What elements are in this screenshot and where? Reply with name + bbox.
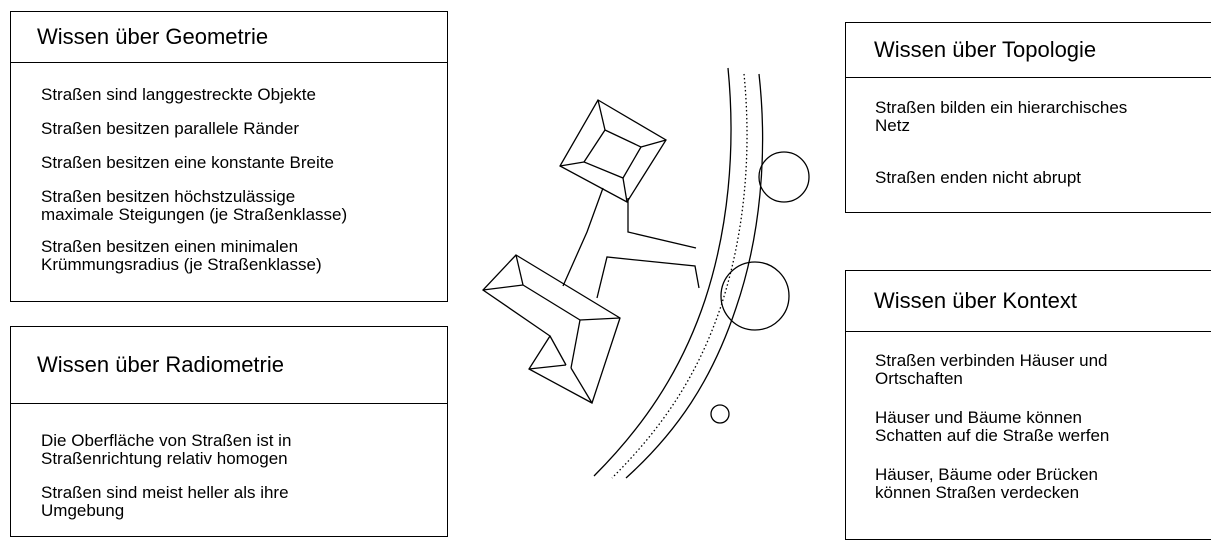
geometry-item: Straßen besitzen parallele Ränder [41, 120, 437, 138]
geometry-items: Straßen sind langgestreckte Objekte Stra… [11, 63, 447, 274]
tree-large [721, 262, 789, 330]
geometry-item: Straßen besitzen eine konstante Breite [41, 154, 437, 172]
topology-title: Wissen über Topologie [846, 23, 1211, 78]
road-edge-right [626, 74, 763, 478]
context-knowledge-box: Wissen über Kontext Straßen verbinden Hä… [845, 270, 1211, 540]
radiometry-title: Wissen über Radiometrie [11, 327, 447, 404]
topology-item: Straßen enden nicht abrupt [875, 169, 1209, 187]
lower-l-shaped-house [483, 255, 620, 403]
connecting-paths [563, 188, 699, 298]
tree-small-upper [759, 152, 809, 202]
tree-tiny [711, 405, 729, 423]
road-scene-illustration [470, 55, 810, 485]
context-title: Wissen über Kontext [846, 271, 1211, 332]
geometry-title: Wissen über Geometrie [11, 12, 447, 63]
geometry-knowledge-box: Wissen über Geometrie Straßen sind langg… [10, 11, 448, 302]
geometry-item: Straßen sind langgestreckte Objekte [41, 86, 437, 104]
upper-house [560, 100, 666, 202]
topology-knowledge-box: Wissen über Topologie Straßen bilden ein… [845, 22, 1211, 213]
radiometry-knowledge-box: Wissen über Radiometrie Die Oberfläche v… [10, 326, 448, 537]
